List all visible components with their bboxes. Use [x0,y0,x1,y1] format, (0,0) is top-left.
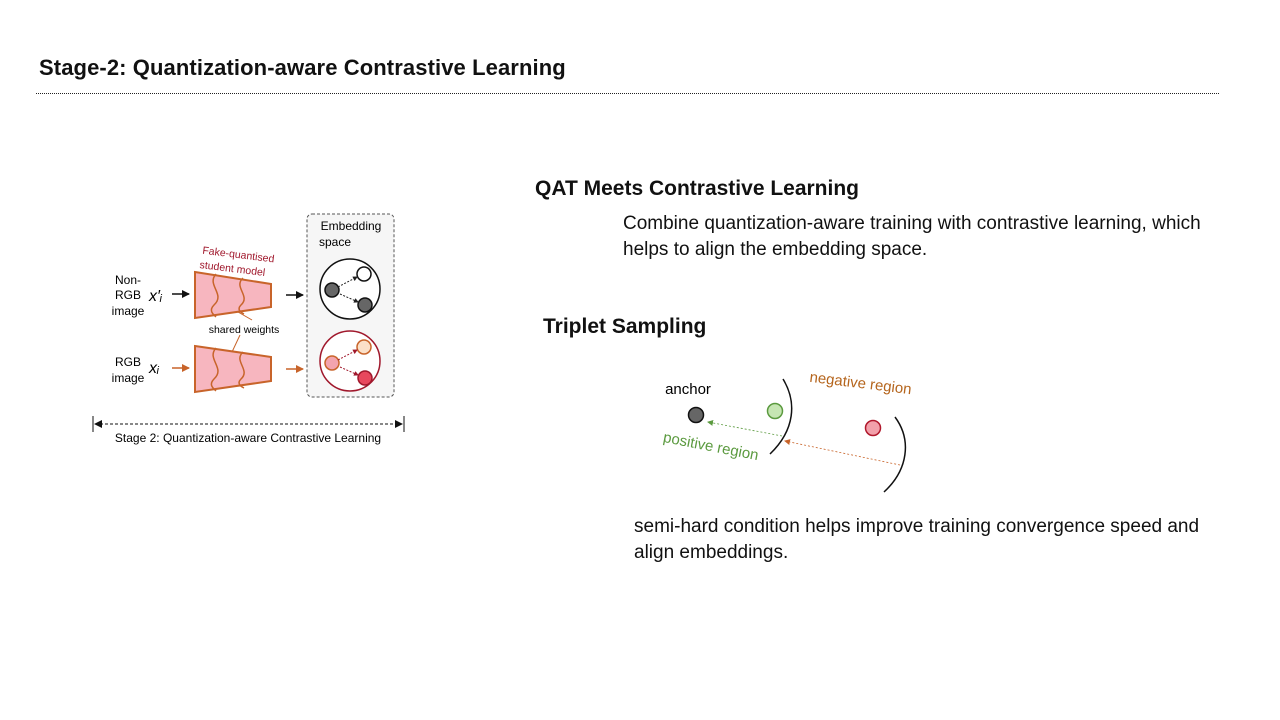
negative-distance-arrow [784,439,901,466]
student-model-top [194,270,272,320]
shared-weights-link [237,311,253,321]
title-divider [36,93,1219,94]
negative-region-label: negative region [809,369,913,398]
anchor-label: anchor [665,381,711,398]
triplet-heading: Triplet Sampling [543,315,707,338]
stage2-caption: Stage 2: Quantization-aware Contrastive … [115,431,381,445]
input-top-label-3: image [112,304,145,318]
slide-title: Stage-2: Quantization-aware Contrastive … [39,55,566,80]
semihard-description: semi-hard condition helps improve traini… [634,516,1200,563]
qat-description: Combine quantization-aware training with… [623,213,1201,260]
negative-point [864,419,882,437]
var-x-prime: x′ᵢ [148,288,163,305]
shared-weights-label: shared weights [209,324,280,336]
input-top-label-1: Non- [115,273,141,287]
anchor-point [687,406,705,424]
embedding-label-1: Embedding [321,219,382,233]
positive-point [766,402,784,420]
input-bottom-label-1: RGB [115,355,141,369]
qat-heading: QAT Meets Contrastive Learning [535,177,860,200]
embedding-label-2: space [319,235,351,249]
negative-boundary [883,416,907,493]
stage2-span [92,416,405,432]
positive-region-label: positive region [662,429,760,464]
embedding-cluster-top [319,258,381,320]
var-x: xᵢ [148,360,160,377]
input-top-label-2: RGB [115,288,141,302]
student-model-bottom [194,344,272,394]
input-bottom-label-2: image [112,371,145,385]
positive-distance-arrow [707,419,783,437]
embedding-cluster-bottom [319,330,381,392]
positive-boundary [769,378,793,455]
